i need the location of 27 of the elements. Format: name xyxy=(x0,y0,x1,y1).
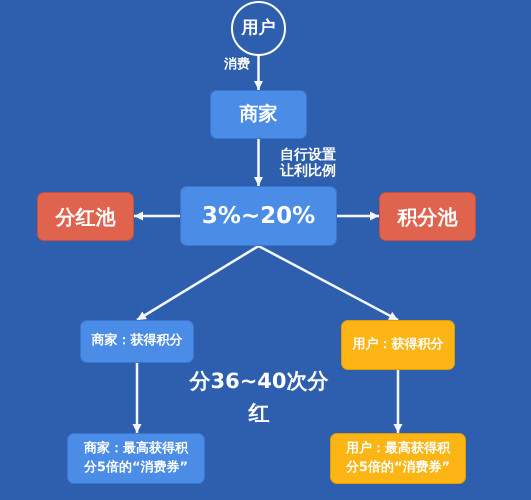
edge-label: 自行设置让利比例 xyxy=(279,146,338,180)
process-box xyxy=(330,433,466,484)
pool-box xyxy=(379,192,476,241)
process-box xyxy=(67,433,205,484)
node-label: 商家 xyxy=(240,102,278,128)
pool-box xyxy=(37,192,134,241)
arrow xyxy=(136,244,260,322)
process-box xyxy=(80,320,194,363)
arrow xyxy=(254,56,263,90)
arrow xyxy=(134,212,180,220)
arrow xyxy=(394,370,402,433)
arrow xyxy=(254,139,263,186)
node-label: 积分池 xyxy=(398,204,458,230)
process-box xyxy=(180,186,337,246)
note-text: 分36~40次分红 xyxy=(188,368,330,426)
node-label: 3%~20% xyxy=(202,202,316,231)
process-box xyxy=(341,320,455,370)
process-box xyxy=(210,90,307,139)
node-label: 商家：最高获得积分5倍的“消费券” xyxy=(82,440,190,476)
node-label: 分红池 xyxy=(56,204,116,230)
node-label: 商家：获得积分 xyxy=(92,332,182,350)
arrow xyxy=(132,363,142,433)
arrow xyxy=(337,212,379,220)
node-label: 用户：最高获得积分5倍的“消费券” xyxy=(344,440,452,476)
node-label: 用户：获得积分 xyxy=(352,336,444,354)
node-label: 用户 xyxy=(242,16,276,40)
arrow xyxy=(258,244,399,322)
